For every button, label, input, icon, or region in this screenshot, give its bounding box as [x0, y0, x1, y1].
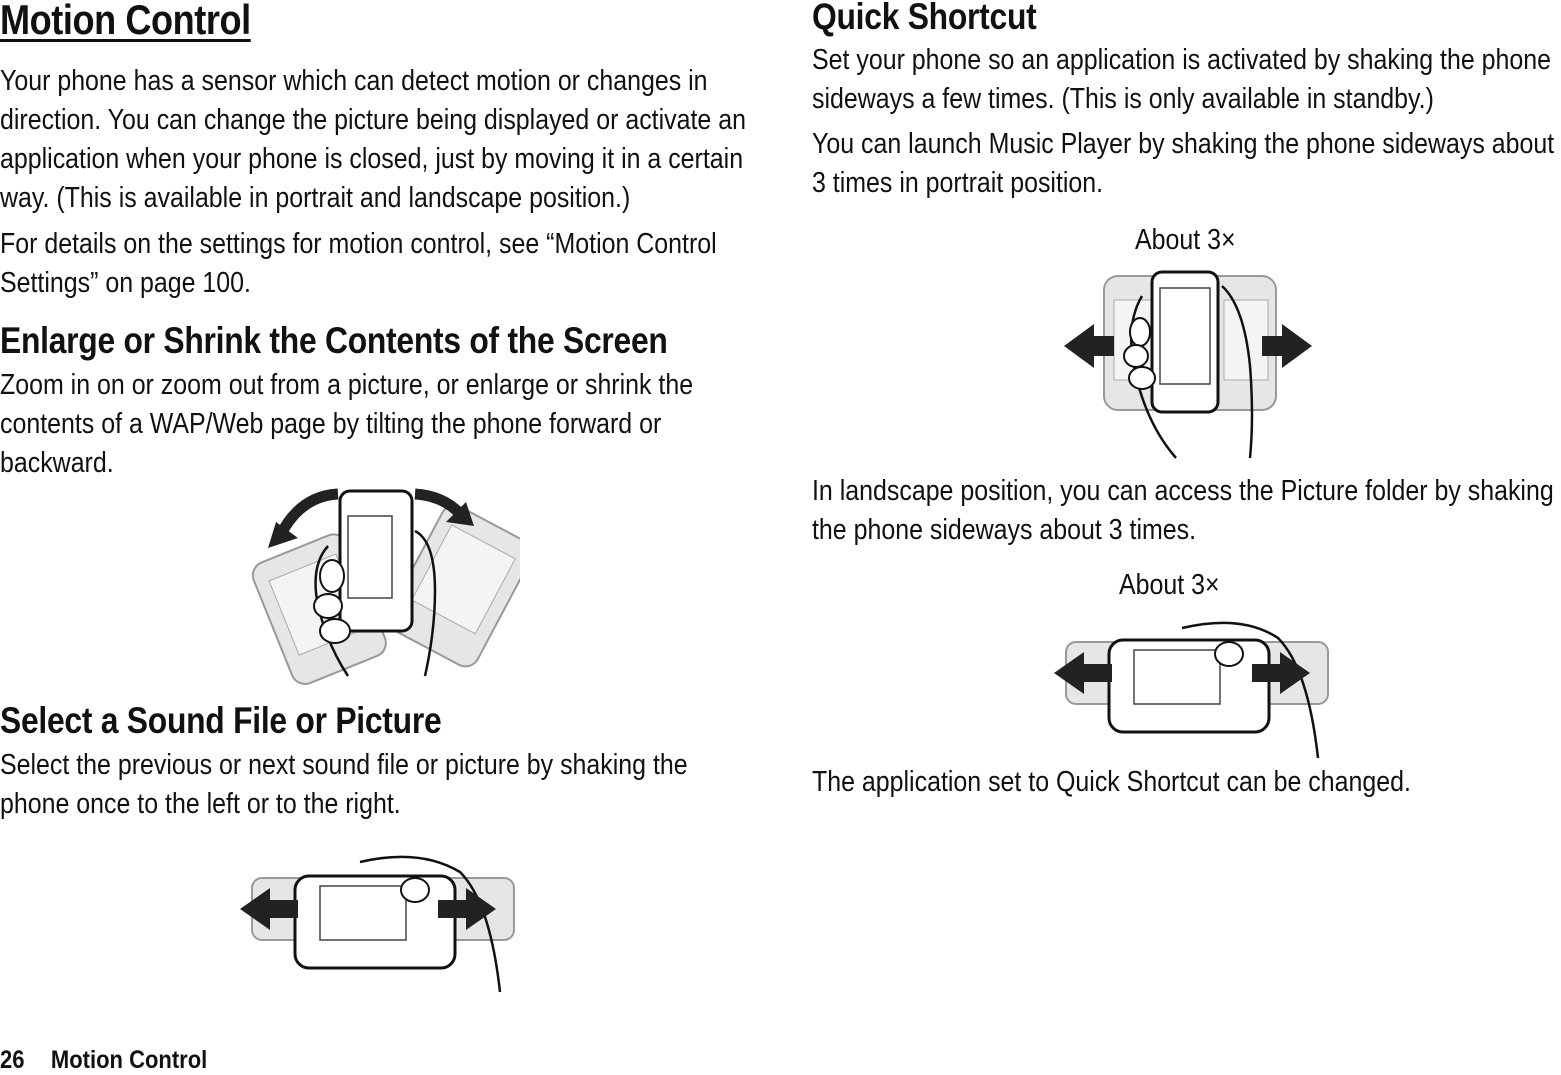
portrait-shake-illustration	[1064, 266, 1314, 461]
quick-shortcut-paragraph: Set your phone so an application is acti…	[812, 44, 1552, 115]
section-heading-quick-shortcut: Quick Shortcut	[812, 0, 1037, 37]
page-number: 26	[0, 1046, 25, 1074]
enlarge-shrink-paragraph: Zoom in on or zoom out from a picture, o…	[0, 369, 694, 479]
section-heading-enlarge-shrink: Enlarge or Shrink the Contents of the Sc…	[0, 320, 668, 361]
section-heading-select-sound: Select a Sound File or Picture	[0, 700, 442, 741]
page-title: Motion Control	[0, 0, 251, 43]
landscape-shake-illustration	[1054, 616, 1334, 761]
portrait-shake-caption: About 3×	[1135, 224, 1236, 256]
shake-once-illustration	[240, 850, 520, 995]
landscape-shake-caption: About 3×	[1119, 569, 1220, 601]
music-player-paragraph: You can launch Music Player by shaking t…	[812, 128, 1555, 199]
quick-shortcut-note: The application set to Quick Shortcut ca…	[812, 766, 1411, 798]
intro-paragraph: Your phone has a sensor which can detect…	[0, 65, 746, 214]
page-footer: 26 Motion Control	[0, 1046, 207, 1075]
footer-section-title: Motion Control	[50, 1046, 208, 1074]
tilt-phone-illustration	[240, 486, 520, 686]
landscape-paragraph: In landscape position, you can access th…	[812, 475, 1554, 546]
select-sound-paragraph: Select the previous or next sound file o…	[0, 749, 688, 820]
settings-reference-paragraph: For details on the settings for motion c…	[0, 228, 717, 299]
